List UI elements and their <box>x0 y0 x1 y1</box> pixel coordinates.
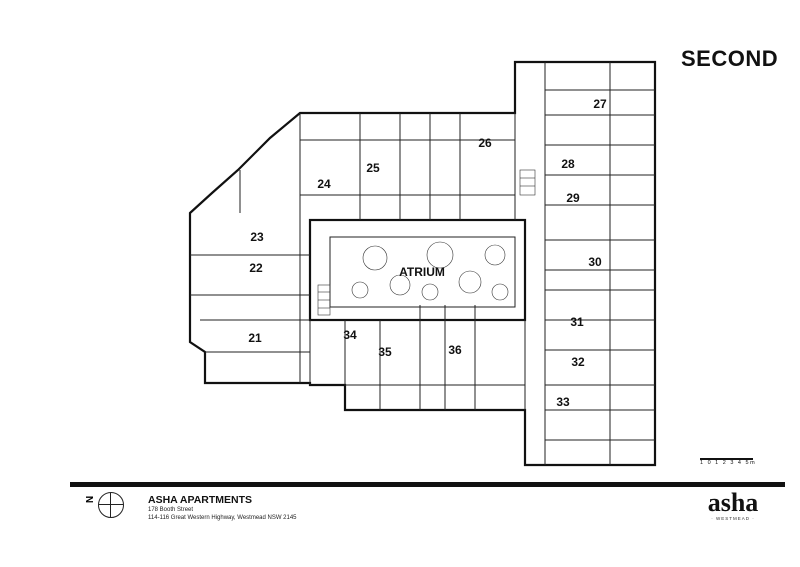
unit-number-21: 21 <box>248 331 262 345</box>
north-arrow-icon <box>98 492 124 518</box>
building-outline <box>188 60 657 467</box>
atrium-planting <box>351 241 509 301</box>
logo-subtitle: · WESTMEAD · <box>711 516 755 521</box>
scale-bar: 1 0 1 2 3 4 5m <box>700 458 756 466</box>
courtyard-frame <box>308 218 527 322</box>
stairs <box>317 169 536 316</box>
atrium-label: ATRIUM <box>399 265 445 279</box>
unit-number-26: 26 <box>478 136 492 150</box>
asha-logo: asha · WESTMEAD · <box>698 488 768 522</box>
logo-word: asha <box>707 488 759 517</box>
unit-number-27: 27 <box>593 97 607 111</box>
floor-title: SECOND <box>681 46 779 71</box>
address-line-1: 178 Booth Street <box>148 507 194 513</box>
unit-number-35: 35 <box>378 345 392 359</box>
unit-number-29: 29 <box>566 191 580 205</box>
unit-number-22: 22 <box>249 261 263 275</box>
unit-number-32: 32 <box>571 355 585 369</box>
unit-number-30: 30 <box>588 255 602 269</box>
project-name: ASHA APARTMENTS <box>148 494 253 506</box>
interior-walls <box>190 62 655 465</box>
unit-number-34: 34 <box>343 328 357 342</box>
atrium-void <box>329 236 516 308</box>
unit-number-24: 24 <box>317 177 331 191</box>
title-block-divider <box>70 482 785 487</box>
scale-bar-label: 1 0 1 2 3 4 5m <box>700 460 757 466</box>
scale-bar-line <box>700 458 753 460</box>
unit-number-36: 36 <box>448 343 462 357</box>
project-info: ASHA APARTMENTS 178 Booth Street 114-116… <box>148 494 297 522</box>
unit-labels: 21 22 23 24 25 26 27 28 29 30 31 32 33 34 35 36 <box>248 97 607 409</box>
unit-number-33: 33 <box>556 395 570 409</box>
address-line-2: 114-116 Great Western Highway, Westmead … <box>148 515 297 521</box>
north-label: N <box>83 495 95 504</box>
unit-number-25: 25 <box>366 161 380 175</box>
unit-number-31: 31 <box>570 315 584 329</box>
unit-number-23: 23 <box>250 230 264 244</box>
unit-number-28: 28 <box>561 157 575 171</box>
